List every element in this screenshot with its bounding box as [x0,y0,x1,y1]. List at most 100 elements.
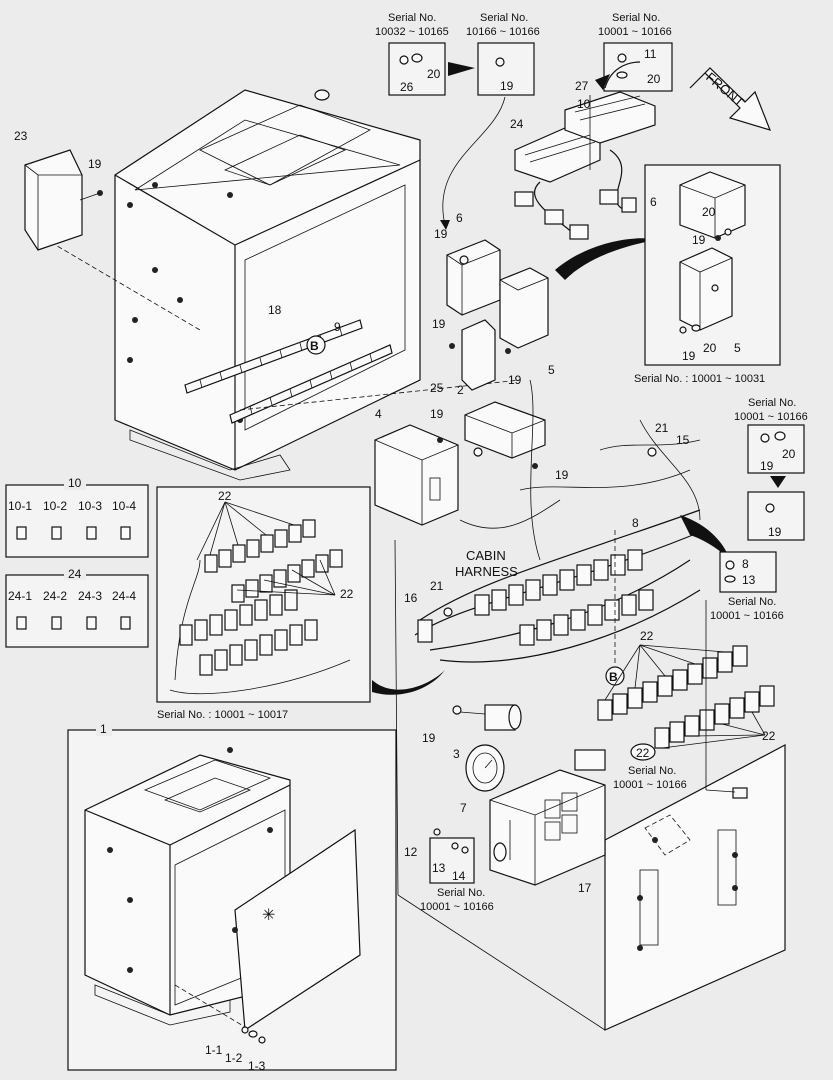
label-22-c: 22 [762,729,776,743]
fuse-box-assembly [514,61,656,240]
label-19-d: 19 [432,317,446,331]
label-22-b: 22 [640,629,654,643]
label-14: 14 [452,869,466,883]
label-6-a: 6 [456,211,463,225]
label-13-a: 13 [742,573,756,587]
arrow-curve-6 [680,515,730,560]
label-21-b: 21 [655,421,669,435]
label-22-a: 22 [218,489,232,503]
fuse10-item-4: 10-4 [112,499,136,513]
relay-bank-right [597,644,775,761]
bracket-23 [24,149,103,251]
label-5-a: 5 [548,363,555,377]
label-7: 7 [460,801,467,815]
serial-3-range: 10001 ~ 10166 [598,26,672,38]
label-22-e: 22 [340,587,354,601]
label-2: 2 [457,383,464,397]
fuse24-head: 24 [68,567,82,581]
label-25: 25 [430,381,444,395]
arrow-curve-4 [555,238,655,280]
serial-box-1 [388,42,475,96]
label-5-b: 5 [734,341,741,355]
serial-8-title: Serial No. [628,765,676,777]
label-20-c: 20 [702,205,716,219]
label-20-d: 20 [703,341,717,355]
label-23: 23 [14,129,28,143]
label-12: 12 [404,845,418,859]
label-26: 26 [400,80,414,94]
label-19-j: 19 [760,459,774,473]
fuse24-item-1: 24-1 [8,589,32,603]
fuse24-item-3: 24-3 [78,589,102,603]
module-2 [464,401,546,469]
serial-box-5 [747,424,805,541]
serial-7-text: Serial No. : 10001 ~ 10017 [157,709,288,721]
label-24-a: 24 [510,117,524,131]
label-9: 9 [334,320,341,334]
serial-4-text: Serial No. : 10001 ~ 10031 [634,373,765,385]
label-19-k: 19 [768,525,782,539]
label-16: 16 [404,591,418,605]
fuse10-head: 10 [68,476,82,490]
cabin-label-2: HARNESS [455,564,518,579]
label-22-d: 22 [636,746,650,760]
fuse-legend-10 [5,484,149,558]
label-11: 11 [644,47,657,61]
label-6-b: 6 [650,195,657,209]
serial-5-title: Serial No. [748,397,796,409]
label-19-b: 19 [500,79,514,93]
fuse-legend-24 [5,574,149,648]
fuse10-item-3: 10-3 [78,499,102,513]
label-27: 27 [575,79,589,93]
label-18: 18 [268,303,282,317]
label-20-a: 20 [427,67,441,81]
serial-box-4 [644,164,781,366]
label-19-e: 19 [508,373,522,387]
controller-17 [489,749,606,886]
serial-2-title: Serial No. [480,12,528,24]
callout-b-top: B [306,335,326,355]
label-19-f: 19 [692,233,706,247]
label-3: 3 [453,747,460,761]
arrow-curve-inset [372,670,445,695]
label-19-c: 19 [434,227,448,241]
serial-6-range: 10001 ~ 10166 [710,610,784,622]
serial-1-range: 10032 ~ 10165 [375,26,449,38]
svg-text:B: B [310,339,319,353]
label-21-a: 21 [430,579,444,593]
label-19-i: 19 [430,407,444,421]
serial-box-9 [429,837,475,884]
serial-1-title: Serial No. [388,12,436,24]
cabin-label-1: CABIN [466,548,506,563]
label-19-a: 19 [88,157,102,171]
relay-group-center [446,239,549,391]
callout-b-bottom: B [605,666,625,686]
fuse10-item-2: 10-2 [43,499,67,513]
serial-3-title: Serial No. [612,12,660,24]
assembly-1-box: ✳ [67,729,397,1071]
fuse24-item-4: 24-4 [112,589,136,603]
label-17: 17 [578,881,592,895]
serial-9-range: 10001 ~ 10166 [420,901,494,913]
label-19-h: 19 [555,468,569,482]
serial-box-2 [477,42,535,96]
buzzer-3 [452,704,522,731]
svg-text:B: B [609,670,618,684]
serial-5-range: 10001 ~ 10166 [734,411,808,423]
label-1-1: 1-1 [205,1043,223,1057]
label-8-b: 8 [742,557,749,571]
label-1-2: 1-2 [225,1051,243,1065]
label-13-b: 13 [432,861,446,875]
serial-box-6 [719,551,777,593]
fuse24-item-2: 24-2 [43,589,67,603]
serial-6-title: Serial No. [728,596,776,608]
label-15: 15 [676,433,690,447]
label-1: 1 [100,722,107,736]
inset-relay-box [156,486,371,703]
label-19-l: 19 [422,731,436,745]
label-1-3: 1-3 [248,1059,266,1073]
serial-8-range: 10001 ~ 10166 [613,779,687,791]
svg-text:✳: ✳ [262,907,275,924]
label-20-e: 20 [782,447,796,461]
